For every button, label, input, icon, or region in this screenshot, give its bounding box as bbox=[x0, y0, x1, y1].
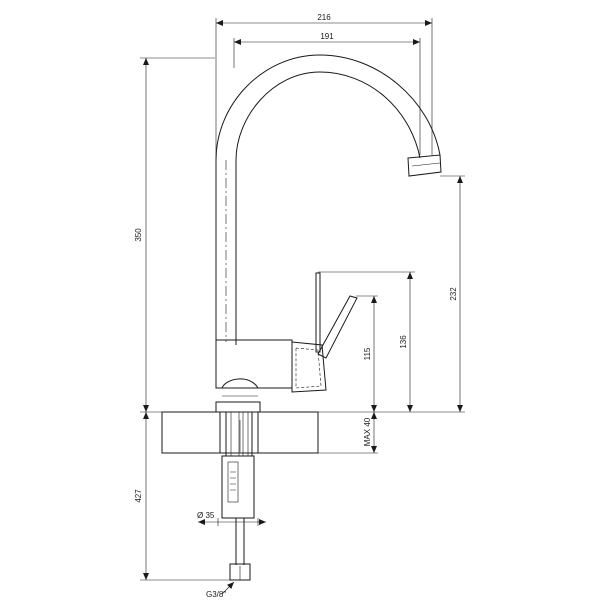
dimension-labels: 216 191 350 427 232 136 115 MAX 40 Ø 35 … bbox=[134, 13, 458, 599]
extension-lines bbox=[140, 18, 465, 581]
dimension-lines bbox=[143, 20, 463, 595]
dim-overall-width: 216 bbox=[317, 13, 331, 22]
shank-assembly bbox=[221, 411, 255, 581]
dim-body-height: 115 bbox=[363, 347, 372, 360]
dim-hole-diameter: Ø 35 bbox=[197, 511, 215, 520]
faucet-body bbox=[215, 54, 442, 413]
dim-connection-thread: G3/8" bbox=[206, 590, 226, 599]
dim-total-height: 350 bbox=[134, 228, 143, 242]
dim-lever-height: 136 bbox=[399, 335, 408, 349]
dim-below-deck-length: 427 bbox=[134, 489, 143, 503]
dim-spout-width: 191 bbox=[320, 32, 334, 41]
dim-spout-outlet-height: 232 bbox=[449, 287, 458, 301]
dim-max-deck-thickness: MAX 40 bbox=[363, 417, 372, 446]
